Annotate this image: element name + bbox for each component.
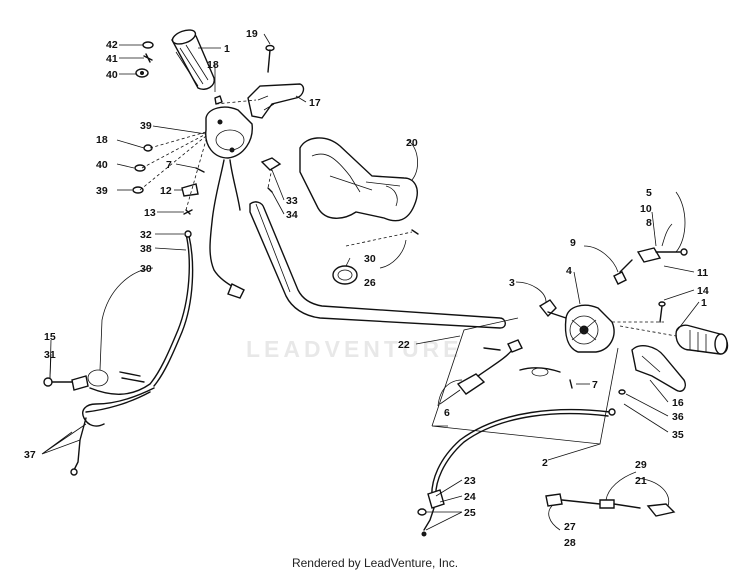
callout-15: 15 bbox=[44, 331, 56, 343]
handlebar-tube bbox=[249, 201, 506, 329]
brake-switch-assembly bbox=[545, 493, 676, 517]
left-cables bbox=[43, 159, 245, 476]
callout-3: 3 bbox=[509, 277, 515, 289]
callout-28: 28 bbox=[564, 537, 576, 549]
callout-30: 30 bbox=[140, 263, 152, 275]
callout-42: 42 bbox=[106, 39, 118, 51]
callout-18: 18 bbox=[207, 59, 219, 71]
callout-17: 17 bbox=[309, 97, 321, 109]
callout-38: 38 bbox=[140, 243, 152, 255]
callout-35: 35 bbox=[672, 429, 684, 441]
screw-14 bbox=[658, 301, 666, 323]
callout-9: 9 bbox=[570, 237, 576, 249]
callout-21: 21 bbox=[635, 475, 647, 487]
callout-20: 20 bbox=[406, 137, 418, 149]
callout-8: 8 bbox=[646, 217, 652, 229]
callout-labels: 42 41 40 19 1 18 17 39 18 40 7 39 12 13 … bbox=[24, 28, 709, 549]
callout-24: 24 bbox=[464, 491, 476, 503]
bracket-right bbox=[619, 247, 688, 273]
footer-credit: Rendered by LeadVenture, Inc. bbox=[291, 556, 459, 570]
handlebar-pad bbox=[299, 137, 418, 222]
callout-32: 32 bbox=[140, 229, 152, 241]
brake-cable bbox=[417, 408, 616, 537]
callout-33: 33 bbox=[286, 195, 298, 207]
button-9 bbox=[613, 271, 627, 285]
callout-11: 11 bbox=[697, 267, 708, 279]
callout-37: 37 bbox=[24, 449, 36, 461]
callout-16: 16 bbox=[672, 397, 684, 409]
callout-1-b: 1 bbox=[701, 297, 707, 309]
brake-lever-right bbox=[618, 345, 686, 395]
right-grip bbox=[675, 324, 729, 355]
left-hardware-stack bbox=[135, 41, 154, 78]
callout-27: 27 bbox=[564, 521, 576, 533]
callout-19: 19 bbox=[246, 28, 258, 40]
leader-lines bbox=[41, 33, 700, 531]
callout-13: 13 bbox=[144, 207, 156, 219]
callout-10: 10 bbox=[640, 203, 652, 215]
callout-14: 14 bbox=[697, 285, 709, 297]
callout-4: 4 bbox=[566, 265, 572, 277]
callout-12: 12 bbox=[160, 185, 172, 197]
callout-26: 26 bbox=[364, 277, 376, 289]
callout-5: 5 bbox=[646, 187, 652, 199]
connector-3 bbox=[538, 299, 567, 319]
callout-40-b: 40 bbox=[96, 159, 108, 171]
callout-40: 40 bbox=[106, 69, 118, 81]
screw-19 bbox=[265, 44, 275, 73]
brake-lever-left bbox=[247, 83, 305, 119]
throttle-housing bbox=[205, 95, 253, 159]
callout-39-b: 39 bbox=[96, 185, 108, 197]
callout-39: 39 bbox=[140, 120, 152, 132]
callout-23: 23 bbox=[464, 475, 476, 487]
callout-41: 41 bbox=[106, 53, 118, 65]
callout-34: 34 bbox=[286, 209, 298, 221]
callout-29: 29 bbox=[635, 459, 647, 471]
callout-25: 25 bbox=[464, 507, 476, 519]
clamp-33 bbox=[260, 157, 282, 193]
callout-36: 36 bbox=[672, 411, 684, 423]
switch-6 bbox=[456, 339, 573, 395]
callout-7: 7 bbox=[166, 159, 172, 171]
switch-housing-right bbox=[564, 304, 615, 353]
callout-7-b: 7 bbox=[592, 379, 598, 391]
callout-31: 31 bbox=[44, 349, 56, 361]
left-grip bbox=[171, 29, 215, 90]
left-small-parts bbox=[132, 144, 205, 215]
callout-1: 1 bbox=[224, 43, 230, 55]
callout-2: 2 bbox=[542, 457, 548, 469]
callout-22: 22 bbox=[398, 339, 410, 351]
callout-18-b: 18 bbox=[96, 134, 108, 146]
callout-30-b: 30 bbox=[364, 253, 376, 265]
grommet-30 bbox=[332, 229, 419, 285]
callout-6: 6 bbox=[444, 407, 450, 419]
